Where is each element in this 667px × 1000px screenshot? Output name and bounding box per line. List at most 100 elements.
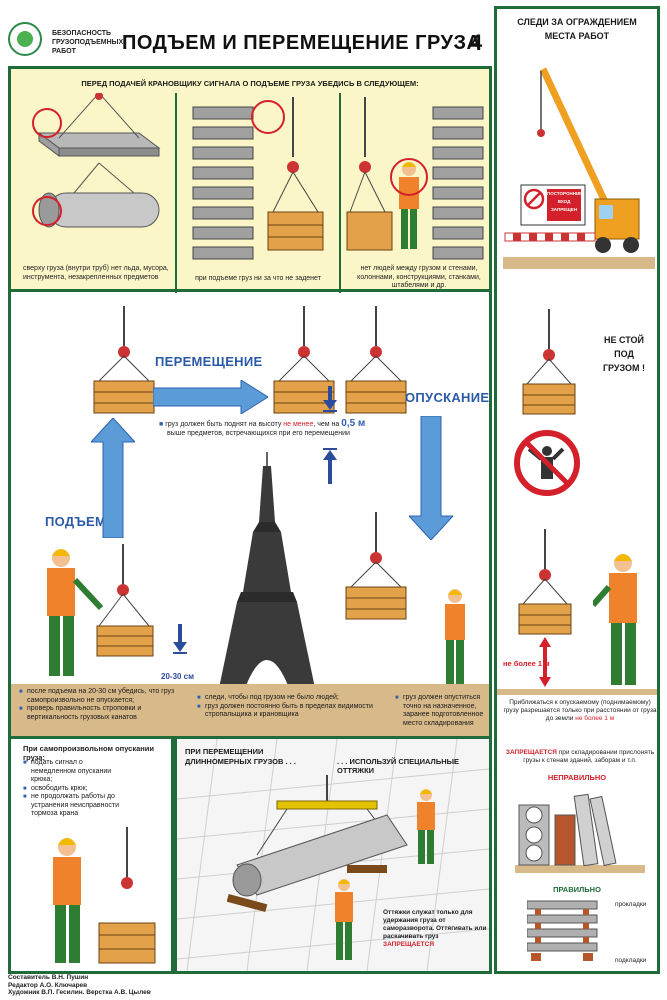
wrong-storage-illustration	[515, 793, 645, 873]
crane-illustration	[503, 67, 655, 269]
bottom-mid-heading-2: ДЛИННОМЕРНЫХ ГРУЗОВ . . .	[185, 757, 296, 766]
middle-col1-item: проверь правильность строповки и вертика…	[19, 705, 179, 722]
label-lower: ОПУСКАНИЕ	[405, 390, 490, 405]
middle-col2-item: груз должен постоянно быть в пределах ви…	[197, 703, 377, 720]
bottom-left-panel: При самопроизвольном опускании груза: по…	[8, 736, 174, 974]
top-caption-3: нет людей между грузом и стенами, колонн…	[357, 265, 481, 289]
long-pipe-illustration	[232, 775, 408, 897]
storage-text-red: ЗАПРЕЩАЕТСЯ	[505, 749, 557, 756]
label-spacers: прокладки	[615, 901, 647, 908]
hook-load-lowering	[345, 512, 407, 620]
stack-clearance-illustration	[192, 97, 324, 260]
logo-inner-icon	[17, 31, 33, 47]
hook-load-1	[93, 306, 155, 414]
worker-taglines-illustration-1	[417, 789, 435, 864]
bottom-left-list: подать сигнал о немедленном опускании кр…	[23, 759, 123, 819]
credits: Составитель В.Н. Пушин Редактор А.О. Клю…	[8, 974, 488, 997]
height-value: 0,5 м	[341, 418, 366, 429]
top-caption-2: при подъеме груз ни за что не заденет	[195, 275, 321, 282]
page-number: 4	[470, 30, 483, 55]
bottom-mid-note-red: ЗАПРЕЩАЕТСЯ	[383, 941, 435, 948]
warn-line-2: ПОД	[614, 349, 634, 359]
hook-load-2	[273, 306, 335, 414]
top-panel-heading: ПЕРЕД ПОДАЧЕЙ КРАНОВЩИКУ СИГНАЛА О ПОДЪЕ…	[81, 79, 419, 88]
bottom-left-item: освободить крюк;	[23, 785, 123, 794]
middle-col2-item: следи, чтобы под грузом не было людей;	[197, 694, 377, 703]
warn-line-3: ГРУЗОМ !	[602, 363, 646, 373]
label-lift: ПОДЪЕМ	[45, 514, 107, 529]
worker-taglines-illustration-2	[335, 879, 353, 960]
page-title: ПОДЪЕМ И ПЕРЕМЕЩЕНИЕ ГРУЗА	[122, 32, 482, 54]
worker-signal-illustration	[53, 827, 156, 964]
credit-line-1: Составитель В.Н. Пушин	[8, 974, 89, 981]
no-standing-under-load-icon	[514, 430, 580, 496]
top-divider-2	[339, 93, 341, 293]
label-move: ПЕРЕМЕЩЕНИЕ	[155, 354, 263, 369]
right-ground	[497, 689, 657, 695]
worker-between-illustration	[346, 97, 484, 260]
height-note-prefix: груз должен быть поднят на высоту	[165, 421, 282, 428]
middle-col1-item: после подъема на 20-30 см убедись, что г…	[19, 688, 179, 705]
right-heading-1: СЛЕДИ ЗА ОГРАЖДЕНИЕМ	[517, 17, 637, 27]
lift-arrow-icon	[91, 418, 135, 538]
middle-panel: ПЕРЕМЕЩЕНИЕ ОПУСКАНИЕ ПОДЪЕМ ■ груз долж…	[8, 292, 492, 738]
move-arrow-icon	[153, 380, 268, 414]
approach-text-main: Приближаться к опускаемому (поднимаемому…	[503, 699, 657, 722]
series-logo	[8, 22, 42, 56]
height-marker-top	[323, 386, 337, 412]
middle-col-1: после подъема на 20-30 см убедись, что г…	[19, 688, 179, 722]
storage-text-main: при складировании прислонять грузы к сте…	[523, 749, 655, 764]
right-label: ПРАВИЛЬНО	[553, 885, 601, 894]
warn-line-1: НЕ СТОЙ	[603, 335, 645, 345]
worker-approach-illustration	[593, 554, 637, 685]
middle-col3-item: груз должен опуститься точно на назначен…	[395, 694, 491, 728]
bottom-left-item: подать сигнал о немедленном опускании кр…	[23, 759, 123, 785]
series-line-1: БЕЗОПАСНОСТЬ	[52, 30, 112, 37]
hook-load-warning	[522, 309, 576, 415]
worker-lifting-illustration	[47, 544, 154, 676]
height-marker-bottom	[323, 448, 337, 484]
wrong-label: НЕПРАВИЛЬНО	[547, 773, 607, 782]
bottom-mid-panel: ПРИ ПЕРЕМЕЩЕНИИ ДЛИННОМЕРНЫХ ГРУЗОВ . . …	[174, 736, 492, 974]
sign-line-3: ЗАПРЕЩЕН	[550, 207, 578, 212]
distance-arrow-icon	[539, 637, 551, 687]
worker-guiding-illustration	[445, 589, 465, 684]
hook-load-3	[345, 306, 407, 414]
right-column: СЛЕДИ ЗА ОГРАЖДЕНИЕМ МЕСТА РАБОТ ПОСТОРО…	[494, 6, 660, 974]
height-note-mid: , чем на	[313, 421, 340, 428]
bottom-mid-heading-1: ПРИ ПЕРЕМЕЩЕНИИ	[185, 747, 264, 756]
bullet-icon: ■	[159, 421, 164, 428]
top-panel: ПЕРЕД ПОДАЧЕЙ КРАНОВЩИКУ СИГНАЛА О ПОДЪЕ…	[8, 66, 492, 293]
height-note-suffix: выше предметов, встречающихся при его пе…	[167, 429, 350, 437]
series-line-2: ГРУЗОПОДЪЕМНЫХ	[52, 39, 124, 46]
floor-grid	[177, 739, 489, 971]
hook-load-approach	[518, 529, 572, 635]
top-caption-1: сверху груза (внутри труб) нет льда, мус…	[23, 265, 169, 281]
series-line-3: РАБОТ	[52, 48, 76, 55]
credit-line-2: Редактор А.О. Ключарев	[8, 981, 88, 989]
label-pads: подкладки	[615, 957, 647, 964]
middle-col-2: следи, чтобы под грузом не было людей; г…	[197, 694, 377, 720]
credit-line-3: Художник В.П. Гесилин. Верстка А.В. Цыле…	[8, 989, 151, 996]
bottom-mid-heading-3: . . . ИСПОЛЬЗУЙ СПЕЦИАЛЬНЫЕ ОТТЯЖКИ	[337, 757, 459, 775]
top-divider-1	[175, 93, 177, 293]
fence	[504, 232, 596, 242]
header: БЕЗОПАСНОСТЬ ГРУЗОПОДЪЕМНЫХ РАБОТ ПОДЪЕМ…	[0, 0, 490, 64]
gap-marker	[173, 624, 187, 654]
limit-label: не более 1 м	[503, 659, 550, 668]
right-storage-illustration	[527, 900, 598, 961]
timber-supports-illustration	[227, 893, 268, 913]
bottom-mid-note-2: Оттягивать или раскачивать груз	[383, 925, 487, 940]
eiffel-tower-illustration	[219, 452, 315, 688]
right-heading-2: МЕСТА РАБОТ	[544, 31, 610, 41]
bottom-left-heading: При самопроизвольном опускании груза:	[23, 744, 155, 762]
pipe-slab-illustration	[32, 93, 161, 228]
bottom-mid-note: Оттяжки служат только для удержания груз…	[383, 909, 487, 949]
height-note-red: не менее	[283, 421, 314, 428]
sign-line-1: ПОСТОРОННИМ	[547, 191, 583, 196]
bottom-mid-note-1: Оттяжки служат только для удержания груз…	[383, 909, 473, 932]
height-note: ■ груз должен быть поднят на высоту не м…	[159, 418, 409, 438]
middle-col-3: груз должен опуститься точно на назначен…	[395, 694, 491, 728]
approach-text: Приближаться к опускаемому (поднимаемому…	[503, 699, 657, 723]
sign-line-2: ВХОД	[557, 199, 571, 204]
